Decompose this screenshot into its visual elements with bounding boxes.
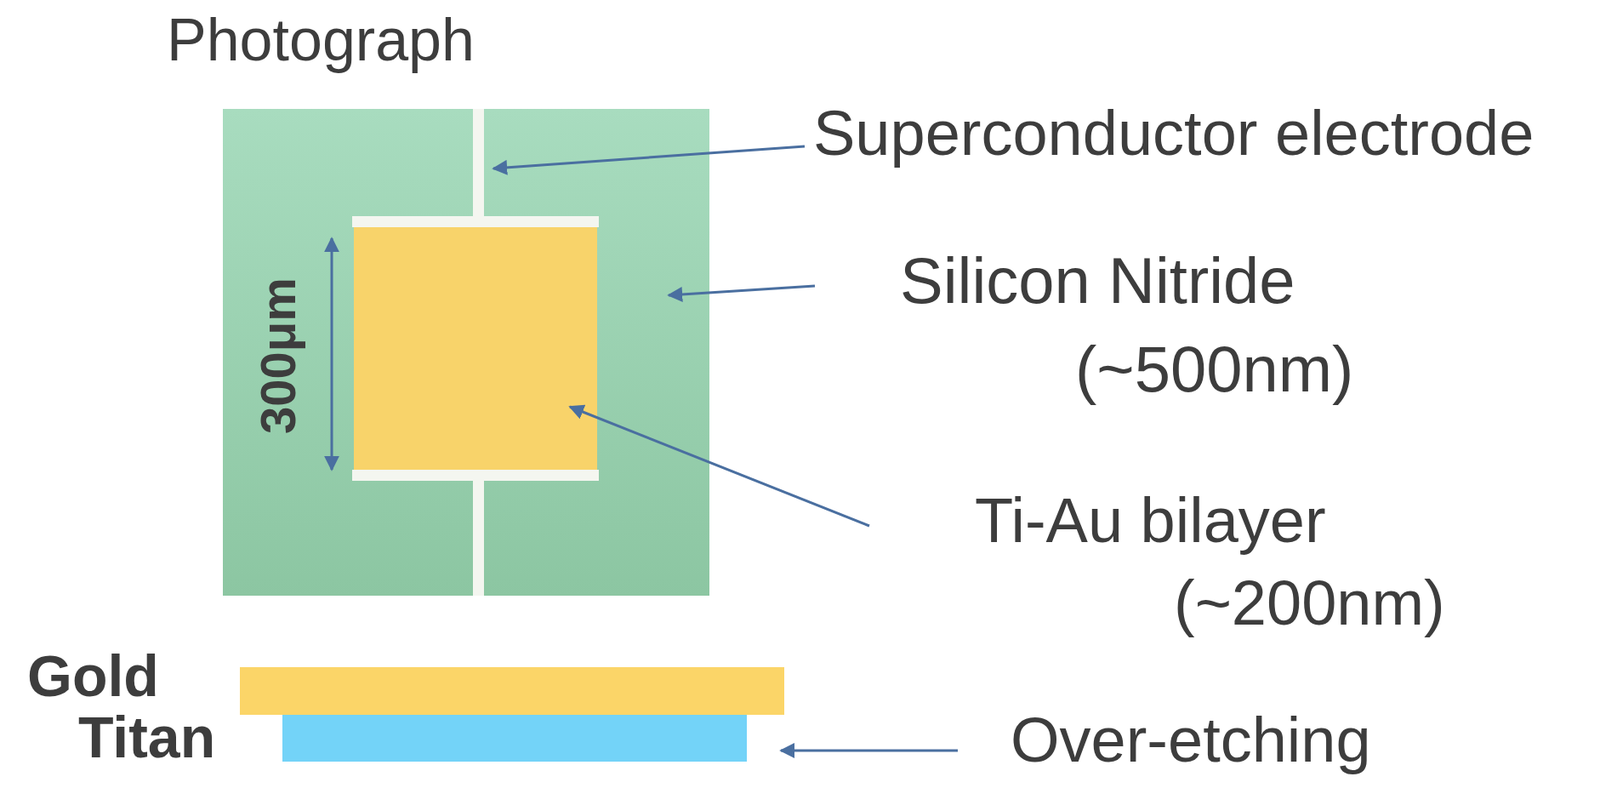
- ti-au-pad: [353, 227, 598, 470]
- dimension: 300μm: [253, 277, 303, 434]
- top-electrode: [472, 108, 484, 220]
- top-electrode-bar: [352, 216, 599, 228]
- dimension: (~200nm): [1173, 571, 1446, 635]
- gold-layer: [239, 666, 785, 715]
- leader-line: [780, 749, 958, 752]
- dimension: (~500nm): [1075, 336, 1354, 402]
- part-name: Silicon Nitride: [899, 248, 1296, 314]
- nitride-photo: [222, 108, 710, 596]
- titan-layer: [282, 714, 747, 762]
- panel-heading: Photograph: [166, 10, 475, 70]
- part-name: Ti-Au bilayer: [974, 489, 1327, 553]
- bottom-electrode-bar: [352, 469, 599, 481]
- leader-line: [569, 406, 870, 526]
- layer-name: Titan: [78, 707, 216, 766]
- leader-line: [668, 285, 815, 296]
- dimension-arrow: [330, 238, 334, 470]
- note: Over-etching: [1010, 708, 1372, 772]
- leader-line: [493, 146, 805, 169]
- layer-name: Gold: [27, 646, 160, 705]
- part-name: Superconductor electrode: [813, 102, 1534, 166]
- bottom-electrode: [472, 476, 484, 596]
